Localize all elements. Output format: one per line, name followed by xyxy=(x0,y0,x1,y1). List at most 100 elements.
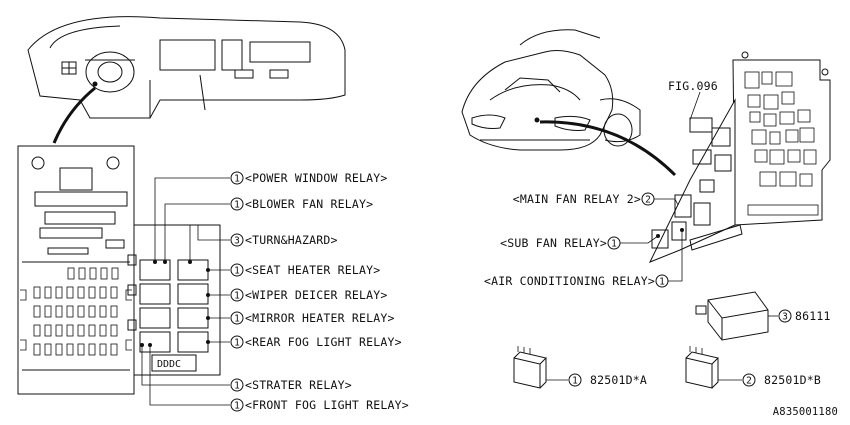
rear-fog-light-relay-label: <REAR FOG LIGHT RELAY> xyxy=(245,335,402,349)
fuse-slot xyxy=(77,286,85,299)
blower-fan-relay-label: <BLOWER FAN RELAY> xyxy=(245,197,373,211)
fuse-slot xyxy=(77,305,85,318)
relay-block: DDDC xyxy=(127,224,221,376)
front-fog-light-relay-label: <FRONT FOG LIGHT RELAY> xyxy=(245,398,409,412)
engine-relay-air-cond xyxy=(671,221,687,241)
engine-box-component xyxy=(769,131,781,145)
relay-label-wiper-deicer: 1 <WIPER DEICER RELAY> xyxy=(230,288,387,302)
fuse-slot xyxy=(99,343,107,356)
svg-text:1: 1 xyxy=(234,338,240,349)
engine-box-component xyxy=(747,94,761,108)
engine-box-component xyxy=(754,149,768,163)
air-conditioning-relay-label: <AIR CONDITIONING RELAY> xyxy=(484,274,655,288)
engine-box-component xyxy=(749,111,761,123)
figure-id: A835001180 xyxy=(773,406,838,418)
dashboard-illustration xyxy=(27,16,346,119)
svg-text:1: 1 xyxy=(611,239,617,250)
relay-leader-dots xyxy=(140,260,210,347)
svg-text:1: 1 xyxy=(659,277,665,288)
fuse-slot xyxy=(88,324,96,337)
fuse-slot xyxy=(100,267,108,280)
engine-label-air-cond: <AIR CONDITIONING RELAY> 1 xyxy=(484,274,669,288)
engine-box-component xyxy=(744,71,760,89)
engine-box-component xyxy=(799,173,813,187)
engine-label-main-fan-2: <MAIN FAN RELAY 2> 2 xyxy=(513,192,655,206)
engine-box-component xyxy=(763,113,777,127)
svg-text:1: 1 xyxy=(234,291,240,302)
svg-text:1: 1 xyxy=(234,381,240,392)
fuse-slot xyxy=(77,343,85,356)
relay-label-turn-hazard: 3 <TURN&HAZARD> xyxy=(230,233,338,247)
fuse-slot xyxy=(55,286,63,299)
fuse-slot xyxy=(77,324,85,337)
relay-label-blower-fan: 1 <BLOWER FAN RELAY> xyxy=(230,197,373,211)
relay-leader-lines xyxy=(141,177,230,406)
svg-text:1: 1 xyxy=(234,401,240,412)
engine-box-component xyxy=(759,171,777,187)
fuse-slot xyxy=(33,324,41,337)
engine-box-component xyxy=(779,111,795,125)
relay-label-front-fog: 1 <FRONT FOG LIGHT RELAY> xyxy=(230,398,409,412)
relay-label-rear-fog: 1 <REAR FOG LIGHT RELAY> xyxy=(230,335,402,349)
fuse-slot xyxy=(44,324,52,337)
engine-box-component xyxy=(803,149,817,165)
relay-label-seat-heater: 1 <SEAT HEATER RELAY> xyxy=(230,263,380,277)
svg-text:3: 3 xyxy=(234,236,240,247)
part-86111-label: 86111 xyxy=(795,309,831,323)
engine-box-component xyxy=(787,149,801,163)
fuse-slot xyxy=(33,305,41,318)
relay-label-mirror-heater: 1 <MIRROR HEATER RELAY> xyxy=(230,311,395,325)
engine-box-component xyxy=(763,94,779,110)
fuse-slot xyxy=(33,286,41,299)
fuse-slot xyxy=(44,343,52,356)
relay-slot-3 xyxy=(139,283,171,305)
relay-slot-7 xyxy=(139,331,171,353)
pointer-arrow-dashboard xyxy=(52,86,96,144)
power-window-relay-label: <POWER WINDOW RELAY> xyxy=(245,171,387,185)
sub-fan-relay-label: <SUB FAN RELAY> xyxy=(500,236,607,250)
fuse-slot xyxy=(78,267,86,280)
fuse-slot xyxy=(66,343,74,356)
fuse-slot xyxy=(88,305,96,318)
part-82501D-B: 2 82501D*B xyxy=(685,346,821,389)
part-86111: 3 86111 xyxy=(695,291,831,341)
engine-leader-lines xyxy=(620,91,701,282)
fuse-slot xyxy=(88,286,96,299)
relay-label-power-window: 1 <POWER WINDOW RELAY> xyxy=(230,171,387,185)
engine-label-sub-fan: <SUB FAN RELAY> 1 xyxy=(500,236,621,250)
svg-text:1: 1 xyxy=(572,376,578,387)
fuse-slot xyxy=(110,305,118,318)
car-illustration xyxy=(461,29,641,151)
engine-relay-sub-fan xyxy=(651,229,669,249)
fuse-slot xyxy=(66,305,74,318)
engine-box-component xyxy=(761,71,773,85)
svg-text:2: 2 xyxy=(746,376,752,387)
wiper-deicer-relay-label: <WIPER DEICER RELAY> xyxy=(245,288,387,302)
fuse-slot xyxy=(67,267,75,280)
engine-box-component xyxy=(785,129,799,143)
strater-relay-label: <STRATER RELAY> xyxy=(245,378,352,392)
fuse-slot xyxy=(55,324,63,337)
fuse-slot xyxy=(110,343,118,356)
mirror-heater-relay-label: <MIRROR HEATER RELAY> xyxy=(245,311,395,325)
engine-box-component xyxy=(779,171,797,187)
engine-box-component xyxy=(775,71,793,87)
fuse-slot xyxy=(110,286,118,299)
svg-text:1: 1 xyxy=(234,314,240,325)
fuse-slot xyxy=(110,324,118,337)
part-82501D-A: 1 82501D*A xyxy=(513,346,647,389)
svg-text:1: 1 xyxy=(234,200,240,211)
fuse-slot xyxy=(44,305,52,318)
svg-text:1: 1 xyxy=(234,266,240,277)
fuse-slot xyxy=(66,286,74,299)
fig-ref-label: FIG.096 xyxy=(668,79,718,93)
junction-box xyxy=(17,145,135,395)
fuse-slot xyxy=(99,324,107,337)
seat-heater-relay-label: <SEAT HEATER RELAY> xyxy=(245,263,380,277)
engine-box-component xyxy=(799,127,815,143)
fuse-slot xyxy=(99,305,107,318)
fuse-block-text: DDDC xyxy=(157,359,181,370)
svg-text:3: 3 xyxy=(782,312,788,323)
turn-hazard-label: <TURN&HAZARD> xyxy=(245,233,338,247)
